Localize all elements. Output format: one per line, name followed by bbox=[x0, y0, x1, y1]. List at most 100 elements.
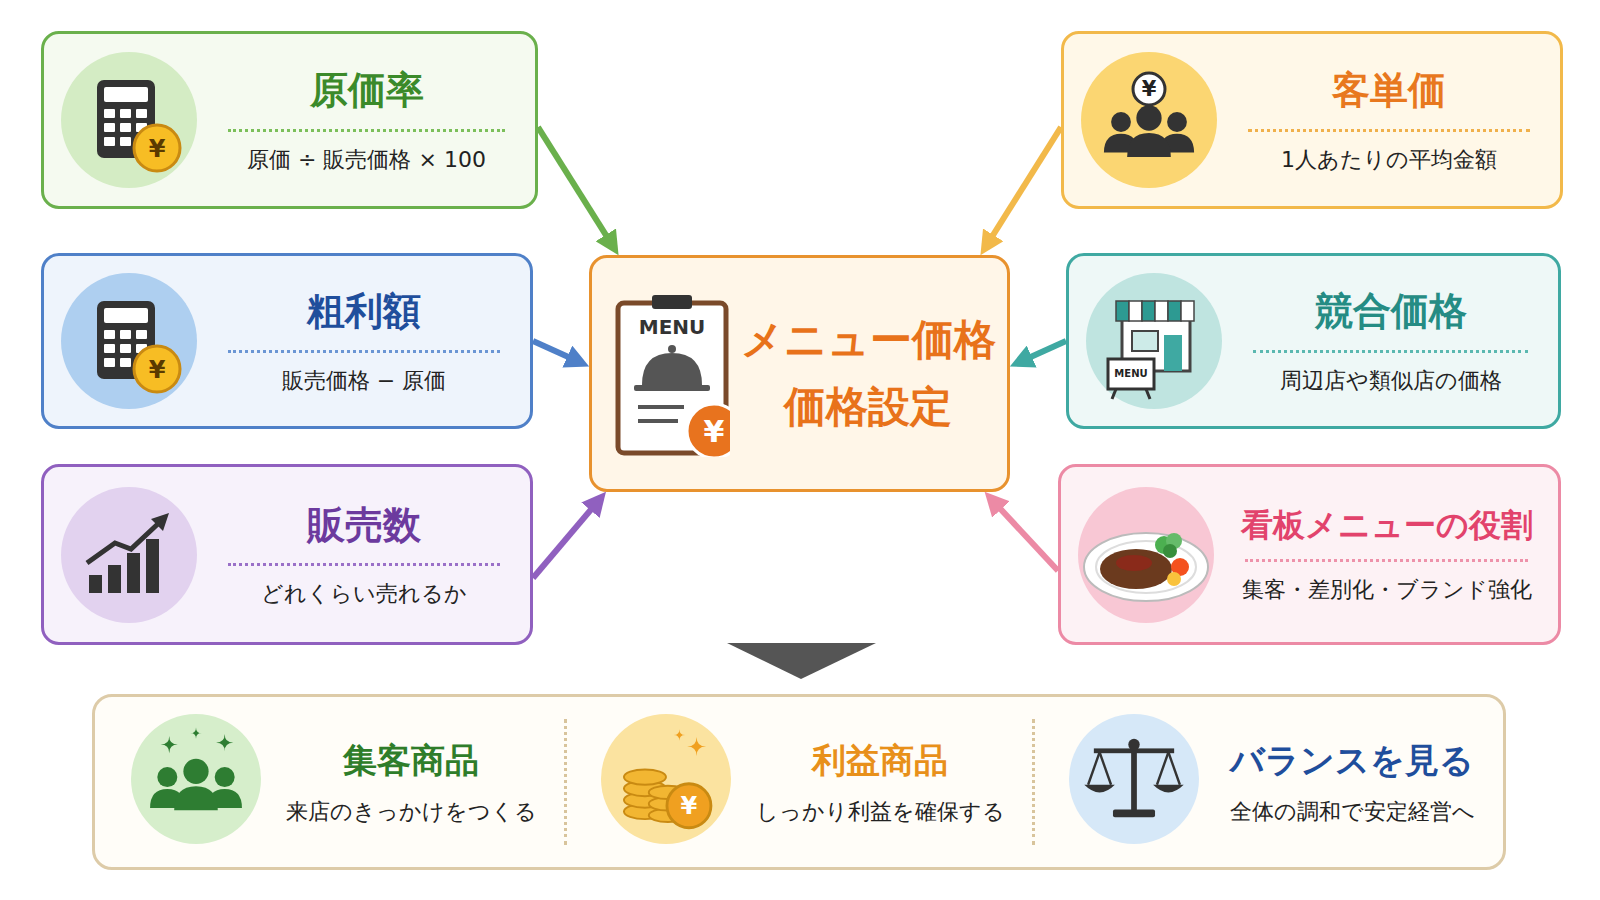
dotted-rule bbox=[1245, 559, 1527, 562]
box-heading: 粗利額 bbox=[307, 288, 421, 336]
icon-part bbox=[120, 123, 131, 132]
factor-box: MENU 競合価格周辺店や類似店の価格 bbox=[1066, 253, 1561, 429]
factor-box: 販売数どれくらい売れるか bbox=[41, 464, 533, 645]
icon bbox=[1078, 487, 1214, 623]
icon-part bbox=[190, 727, 201, 738]
icon-part bbox=[1116, 301, 1129, 321]
icon-part bbox=[61, 487, 197, 623]
box-heading: 原価率 bbox=[310, 67, 424, 115]
yen-symbol: ¥ bbox=[149, 137, 166, 161]
icon-part bbox=[136, 109, 147, 118]
icon-part bbox=[1100, 752, 1111, 785]
dotted-rule bbox=[1253, 350, 1528, 353]
icon: ¥ bbox=[61, 273, 197, 409]
icon-part bbox=[120, 344, 131, 353]
text-column: 粗利額販売価格 − 原価 bbox=[216, 256, 512, 426]
icon-part bbox=[104, 87, 148, 102]
icon-part bbox=[215, 767, 235, 787]
icon-part bbox=[1132, 331, 1158, 351]
icon-part bbox=[1129, 301, 1142, 321]
icon-part bbox=[1167, 572, 1181, 586]
yen-symbol: ¥ bbox=[149, 358, 166, 382]
icon-part bbox=[87, 521, 161, 563]
icon-part bbox=[216, 734, 233, 751]
icon-part bbox=[174, 786, 218, 810]
icon-part bbox=[1116, 555, 1152, 571]
box-heading: 客単価 bbox=[1332, 67, 1446, 115]
icon-part bbox=[624, 769, 666, 784]
arrow-connector bbox=[1027, 341, 1066, 359]
yen-symbol: ¥ bbox=[1142, 79, 1157, 100]
store-icon bbox=[1086, 273, 1222, 409]
factor-box: ¥ 原価率原価 ÷ 販売価格 × 100 bbox=[41, 31, 538, 209]
box-heading: 競合価格 bbox=[1315, 288, 1467, 336]
icon-part bbox=[127, 553, 140, 593]
box-description: しっかり利益を確保する bbox=[756, 798, 1005, 826]
icon-part bbox=[634, 385, 710, 391]
box-heading: バランスを見る bbox=[1230, 739, 1474, 782]
text-column: 原価率原価 ÷ 販売価格 × 100 bbox=[216, 34, 517, 206]
icon: MENU bbox=[1086, 273, 1222, 409]
icon-part bbox=[1081, 52, 1217, 188]
dotted-rule bbox=[1248, 129, 1530, 132]
icon-part bbox=[120, 330, 131, 339]
text-column: 集客商品来店のきっかけをつくる bbox=[270, 694, 552, 870]
yen-symbol: ¥ bbox=[704, 417, 725, 447]
coins-icon bbox=[601, 714, 731, 844]
icon-part bbox=[1168, 752, 1179, 785]
arrow-connector bbox=[533, 507, 594, 579]
icon-part bbox=[120, 137, 131, 146]
icon-part bbox=[157, 767, 177, 787]
box-heading: 看板メニューの役割 bbox=[1241, 505, 1533, 545]
icon-part bbox=[1069, 714, 1199, 844]
icon-part bbox=[104, 344, 115, 353]
icon-part bbox=[667, 784, 711, 828]
dotted-rule bbox=[228, 350, 500, 353]
icon-part bbox=[601, 714, 731, 844]
icon-part bbox=[1088, 752, 1099, 785]
chart-icon bbox=[61, 487, 197, 623]
icon-part bbox=[1127, 133, 1171, 157]
calc-icon bbox=[61, 52, 197, 188]
menu-label: MENU bbox=[639, 317, 706, 337]
icon: ¥ bbox=[61, 52, 197, 188]
icon-part bbox=[161, 736, 178, 753]
icon-part bbox=[134, 346, 180, 392]
box-heading: 集客商品 bbox=[343, 739, 479, 782]
icon-part bbox=[104, 358, 115, 367]
icon-part bbox=[1084, 785, 1115, 793]
icon-part bbox=[89, 575, 102, 593]
icon-part bbox=[687, 737, 706, 756]
dotted-rule bbox=[228, 563, 500, 566]
center-box: MENU¥メニュー価格価格設定 bbox=[589, 255, 1010, 492]
text-column: 看板メニューの役割集客・差別化・ブランド強化 bbox=[1233, 467, 1540, 642]
icon-part bbox=[1142, 301, 1155, 321]
icon-part bbox=[687, 404, 730, 457]
icon-part bbox=[136, 330, 147, 339]
icon-part bbox=[1153, 785, 1184, 793]
box-description: 1人あたりの平均金額 bbox=[1281, 146, 1497, 174]
text-column: 利益商品しっかり利益を確保する bbox=[740, 694, 1020, 870]
icon-part bbox=[104, 330, 115, 339]
menu-label: MENU bbox=[1114, 369, 1147, 379]
factor-box: ¥ 粗利額販売価格 − 原価 bbox=[41, 253, 533, 429]
icon-part bbox=[1167, 112, 1187, 132]
yen-symbol: ¥ bbox=[681, 794, 698, 818]
icon-part bbox=[131, 714, 261, 844]
icon-part bbox=[1164, 335, 1182, 371]
dotted-rule bbox=[228, 129, 505, 132]
icon-part bbox=[1146, 389, 1150, 399]
box-description: 周辺店や類似店の価格 bbox=[1280, 367, 1502, 395]
factor-box: ¥ 客単価 1人あたりの平均金額 bbox=[1061, 31, 1563, 209]
icon-part bbox=[104, 308, 148, 323]
icon-part bbox=[1133, 73, 1165, 105]
icon-part bbox=[1113, 810, 1155, 818]
box-description: 来店のきっかけをつくる bbox=[286, 798, 537, 826]
summary-item: ¥ 利益商品しっかり利益を確保する bbox=[562, 694, 1030, 870]
box-description: どれくらい売れるか bbox=[261, 580, 467, 608]
text-column: 競合価格周辺店や類似店の価格 bbox=[1241, 256, 1540, 426]
text-column: 販売数どれくらい売れるか bbox=[216, 467, 512, 642]
icon-part bbox=[61, 52, 197, 188]
icon bbox=[61, 487, 197, 623]
arrow-connector bbox=[533, 341, 572, 359]
